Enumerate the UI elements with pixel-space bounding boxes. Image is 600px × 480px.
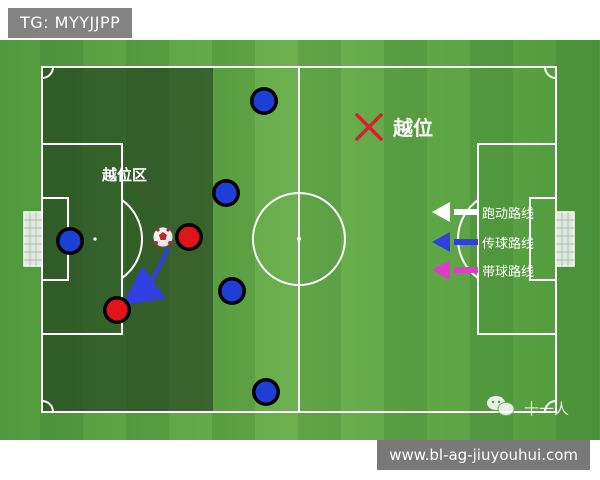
legend-run-route-label: 跑动路线	[482, 206, 534, 222]
wechat-icon	[487, 396, 515, 416]
right-goal	[555, 211, 575, 267]
red-players	[103, 223, 203, 324]
football-icon	[152, 226, 174, 248]
red-player	[103, 296, 131, 324]
legend-run-route: 跑动路线	[432, 202, 534, 222]
blue-players	[56, 87, 280, 406]
blue-player	[218, 277, 246, 305]
route-legend: 跑动路线 传球路线 带球路线	[432, 202, 534, 280]
offside-mark-label: 越位	[392, 116, 433, 140]
right-penalty-spot	[501, 237, 505, 241]
legend-pass-route-label: 传球路线	[482, 236, 534, 252]
blue-player	[252, 378, 280, 406]
blue-player	[212, 179, 240, 207]
offside-x-icon	[355, 113, 383, 141]
left-goal	[23, 211, 43, 267]
red-player	[175, 223, 203, 251]
left-penalty-spot	[93, 237, 97, 241]
legend-pass-route: 传球路线	[432, 232, 534, 252]
watermark: 十一人	[487, 396, 569, 418]
watermark-text: 十一人	[524, 400, 569, 418]
legend-dribble-route: 带球路线	[432, 260, 534, 280]
football-pitch-diagram: 越位区 越位 跑动路线 传球	[0, 40, 600, 440]
blue-player	[56, 227, 84, 255]
center-spot	[297, 237, 301, 241]
blue-player	[250, 87, 278, 115]
tg-tag: TG: MYYJJPP	[8, 8, 133, 38]
pass-route-arrow	[121, 247, 170, 306]
offside-zone-label: 越位区	[101, 166, 147, 184]
site-url-overlay[interactable]: www.bl-ag-jiuyouhui.com	[377, 440, 590, 470]
legend-dribble-route-label: 带球路线	[482, 264, 534, 280]
